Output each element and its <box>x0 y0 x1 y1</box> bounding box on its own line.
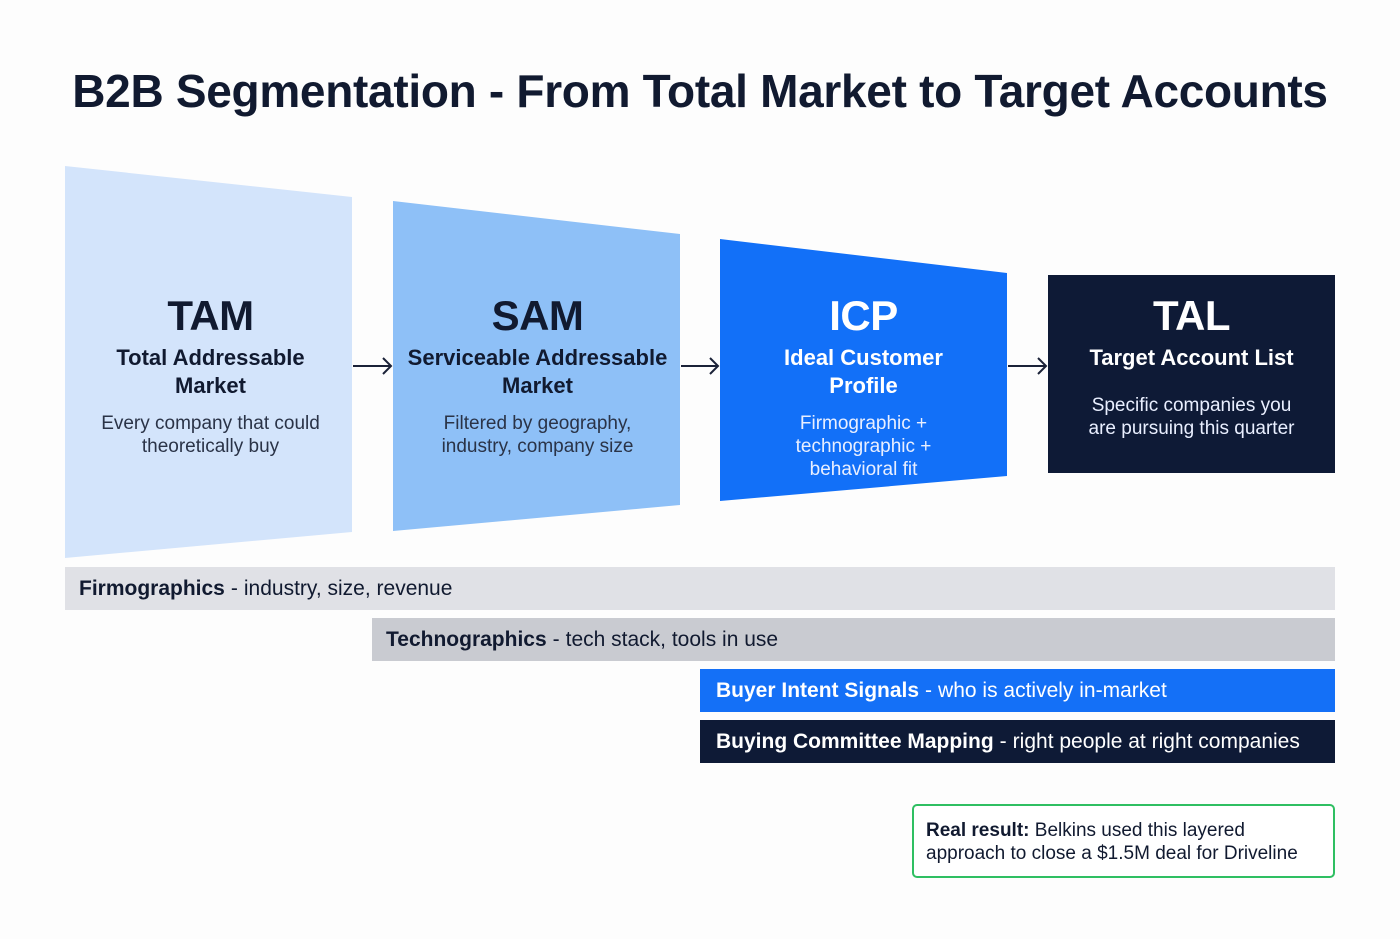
page-title: B2B Segmentation - From Total Market to … <box>72 65 1328 117</box>
arrow-right-icon <box>353 357 393 375</box>
layer-label: Firmographics <box>79 576 225 600</box>
stage-description: Every company that could theoretically b… <box>101 413 320 457</box>
layer-detail: right people at right companies <box>1012 729 1300 753</box>
stage-name: Serviceable Addressable Market <box>407 345 668 398</box>
stage-name: Ideal Customer Profile <box>784 345 943 398</box>
stage-description: Filtered by geography, industry, company… <box>441 413 634 457</box>
layer-buyer-intent: Buyer Intent Signals - who is actively i… <box>700 669 1335 712</box>
result-text: Belkins used this layered approach to cl… <box>926 820 1298 864</box>
layer-technographics: Technographics - tech stack, tools in us… <box>372 618 1335 661</box>
stage-description: Firmographic + technographic + behaviora… <box>795 413 932 480</box>
layer-separator: - <box>925 678 933 702</box>
tal-shape <box>1048 275 1335 473</box>
stage-name: Target Account List <box>1089 345 1294 370</box>
layer-detail: industry, size, revenue <box>243 576 453 600</box>
stage-abbr: ICP <box>829 292 898 339</box>
arrow-right-icon <box>681 357 720 375</box>
sam-shape <box>393 201 680 531</box>
layer-label: Buying Committee Mapping <box>716 729 994 753</box>
stage-abbr: SAM <box>491 292 584 339</box>
stage-icp: ICP Ideal Customer Profile Firmographic … <box>720 292 1007 481</box>
stage-name: Total Addressable Market <box>116 345 305 398</box>
layer-separator: - <box>230 576 238 600</box>
layer-label: Technographics <box>386 627 547 651</box>
stage-description: Specific companies you are pursuing this… <box>1088 395 1295 439</box>
layer-label: Buyer Intent Signals <box>716 678 920 702</box>
stage-tam: TAM Total Addressable Market Every compa… <box>67 292 354 458</box>
arrow-right-icon <box>1008 357 1048 375</box>
layer-separator: - <box>552 627 560 651</box>
stage-tal: TAL Target Account List Specific compani… <box>1048 292 1335 440</box>
layer-detail: tech stack, tools in use <box>565 627 779 651</box>
layer-detail: who is actively in-market <box>938 678 1167 702</box>
stage-abbr: TAM <box>167 292 254 339</box>
tam-shape <box>65 166 352 558</box>
layer-buying-committee: Buying Committee Mapping - right people … <box>700 720 1335 763</box>
result-callout: Real result: Belkins used this layered a… <box>912 804 1335 878</box>
result-label: Real result: <box>926 820 1030 841</box>
icp-shape <box>720 239 1007 501</box>
stage-abbr: TAL <box>1152 292 1231 339</box>
layer-firmographics: Firmographics - industry, size, revenue <box>65 567 1335 610</box>
stage-sam: SAM Serviceable Addressable Market Filte… <box>394 292 681 458</box>
layer-separator: - <box>999 729 1007 753</box>
